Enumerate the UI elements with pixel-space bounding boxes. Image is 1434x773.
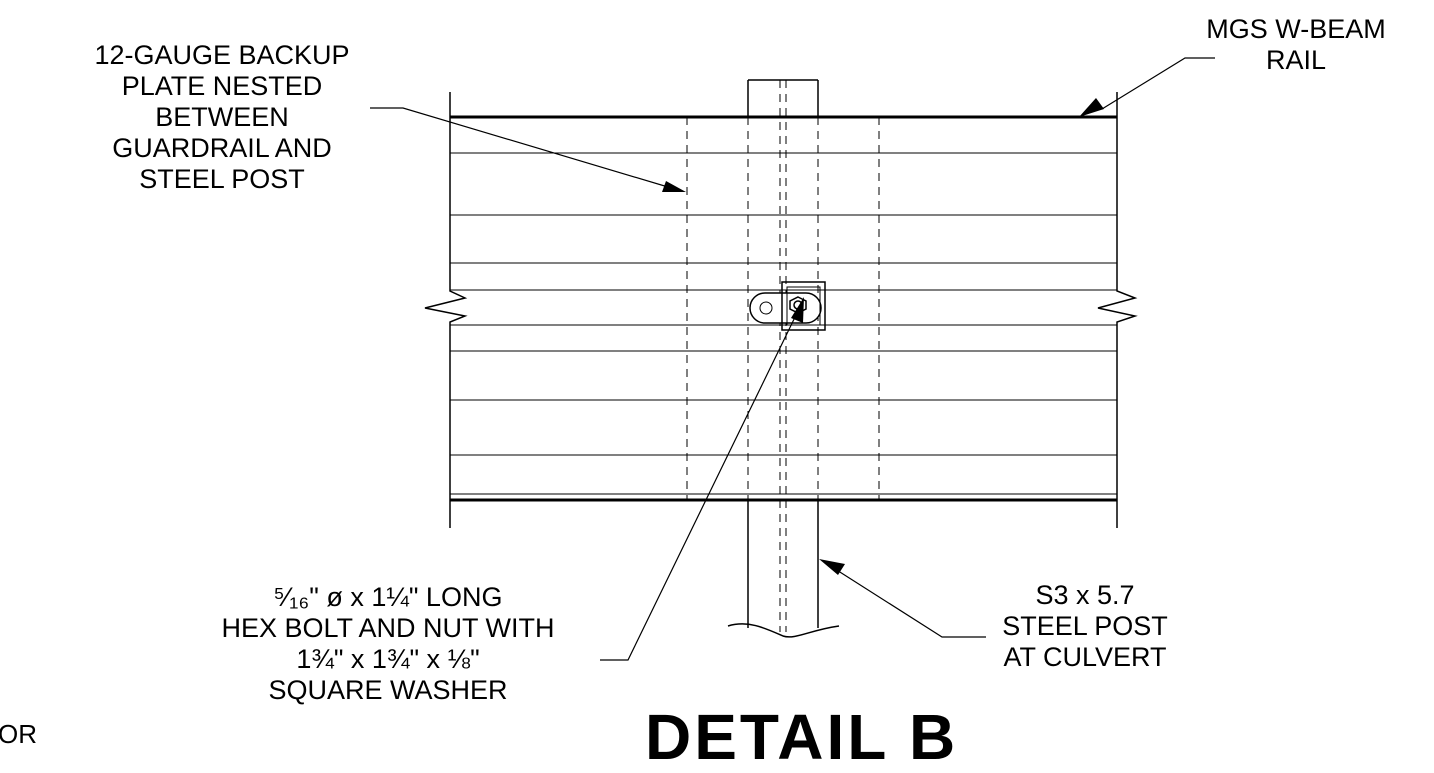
bolt-label-line4: SQUARE WASHER: [268, 675, 508, 705]
rail-boundaries: [450, 115, 1117, 502]
bolt-label: ⁵⁄₁₆" ø x 1¼" LONG HEX BOLT AND NUT WITH…: [176, 582, 600, 706]
steel-post-top: [747, 79, 819, 117]
rail-label-line2: RAIL: [1265, 45, 1327, 75]
rail-corrugation-lines: [450, 152, 1117, 456]
rail-edges: [424, 92, 1138, 528]
backup-plate-label-line4: GUARDRAIL AND: [112, 133, 332, 163]
left-edge-text: OR: [0, 719, 37, 749]
backup-plate-label-line1: 12-GAUGE BACKUP: [94, 40, 350, 70]
backup-plate-label-line3: BETWEEN: [155, 102, 289, 132]
bolt-label-line2: HEX BOLT AND NUT WITH: [221, 613, 555, 643]
detail-b-drawing: [370, 57, 1215, 661]
post-label: S3 x 5.7 STEEL POST AT CULVERT: [970, 580, 1200, 673]
post-label-line3: AT CULVERT: [1003, 642, 1167, 672]
rail-label-line1: MGS W-BEAM: [1206, 14, 1386, 44]
backup-plate-label: 12-GAUGE BACKUP PLATE NESTED BETWEEN GUA…: [72, 40, 372, 195]
bolt-assembly: [749, 281, 826, 331]
bolt-label-line1: ⁵⁄₁₆" ø x 1¼" LONG: [273, 582, 503, 612]
leader-arrowheads: [662, 98, 1104, 575]
leader-lines: [370, 57, 1215, 661]
rail-label: MGS W-BEAM RAIL: [1166, 14, 1426, 76]
post-label-line2: STEEL POST: [1002, 611, 1168, 641]
detail-title: DETAIL B: [645, 701, 959, 773]
post-label-line1: S3 x 5.7: [1035, 580, 1135, 610]
backup-plate-label-line2: PLATE NESTED: [121, 71, 323, 101]
backup-plate-label-line5: STEEL POST: [139, 164, 305, 194]
steel-post-bottom: [727, 500, 840, 638]
hidden-lines: [686, 80, 880, 500]
bolt-label-line3: 1¾" x 1¾" x ⅛": [296, 644, 480, 674]
